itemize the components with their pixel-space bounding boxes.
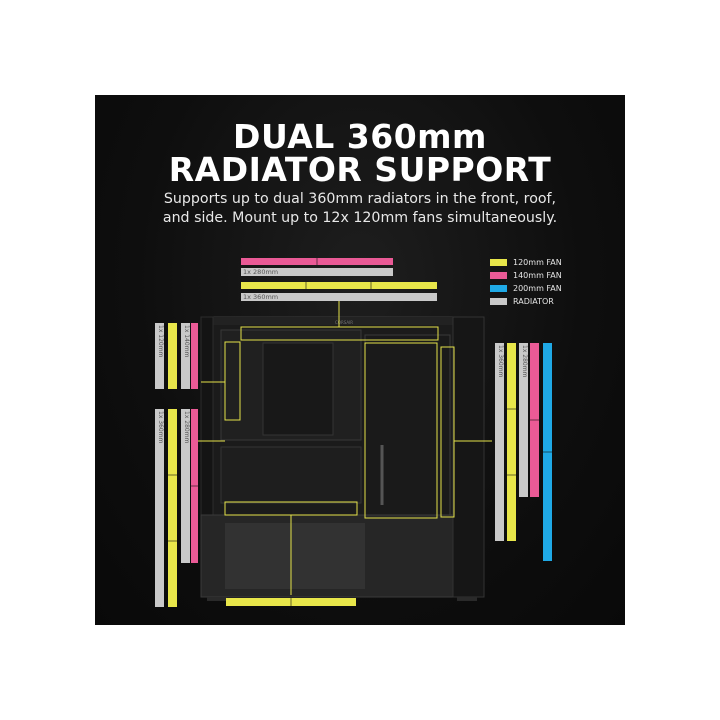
left-radiator-120-label: 1x 120mm (157, 325, 164, 358)
legend-label: 120mm FAN (513, 258, 562, 267)
case-rear-frame (452, 316, 485, 598)
legend-swatch-grey (490, 298, 507, 305)
left-fan-360-bar (168, 409, 177, 607)
subtitle-line-1: Supports up to dual 360mm radiators in t… (163, 191, 557, 207)
right-radiator-360-bar (495, 343, 504, 541)
rear-side-mount-outline (440, 346, 455, 518)
front-upper-mount-outline (224, 341, 241, 421)
pc-case-illustration: CORSAIR (155, 258, 552, 607)
right-fan-360-bar (507, 343, 516, 541)
legend-item-120mm-fan: 120mm FAN (490, 258, 562, 267)
lower-interior (220, 446, 362, 504)
left-radiator-140-bar (181, 323, 190, 389)
case-top-edge (201, 317, 484, 325)
legend-label: 200mm FAN (513, 284, 562, 293)
left-radiator-280-bar (181, 409, 190, 563)
side-mount-outline (364, 342, 438, 519)
right-radiator-360-label: 1x 360mm (497, 345, 504, 378)
legend-label: 140mm FAN (513, 271, 562, 280)
left-radiator-120-bar (155, 323, 164, 389)
left-fan-280-label: 1x 280mm (183, 411, 190, 444)
legend-swatch-pink (490, 272, 507, 279)
mount-outlines (224, 326, 455, 519)
top-fan-120-bar (241, 282, 437, 289)
legend-item-140mm-fan: 140mm FAN (490, 271, 562, 280)
right-fan-280-label: 1x 280mm (521, 345, 528, 378)
left-radiator-360-bar (155, 409, 164, 607)
case-foot-right (457, 597, 477, 601)
subtitle-line-2: and side. Mount up to 12x 120mm fans sim… (162, 210, 558, 226)
psu-shroud-mesh (225, 523, 365, 589)
left-fan-140-bar (191, 323, 198, 389)
legend-swatch-blue (490, 285, 507, 292)
legend-swatch-yellow (490, 259, 507, 266)
side-radiator-area (364, 334, 451, 516)
top-radiator-280-label: 1x 280mm (243, 268, 279, 276)
left-fan-120-bar (168, 323, 177, 389)
product-graphic-panel: DUAL 360mm RADIATOR SUPPORT Supports up … (95, 95, 625, 625)
headline-line-2: RADIATOR SUPPORT (168, 150, 552, 189)
top-radiator-360-label: 1x 360mm (243, 293, 279, 301)
top-radiator-280-bar (241, 268, 393, 276)
motherboard-cutout (262, 342, 334, 436)
right-radiator-280-bar (519, 343, 528, 497)
case-logo: CORSAIR (335, 320, 353, 325)
headline-line-1: DUAL 360mm (233, 117, 487, 156)
legend-item-radiator: RADIATOR (490, 297, 554, 306)
case-foot-left (207, 597, 227, 601)
left-radiator-360-label: 1x 360mm (157, 411, 164, 444)
left-fan-140-label: 1x 140mm (183, 325, 190, 358)
legend-label: RADIATOR (513, 297, 554, 306)
top-radiator-360-bar (241, 293, 437, 301)
legend-item-200mm-fan: 200mm FAN (490, 284, 562, 293)
connector-lines (191, 299, 492, 595)
